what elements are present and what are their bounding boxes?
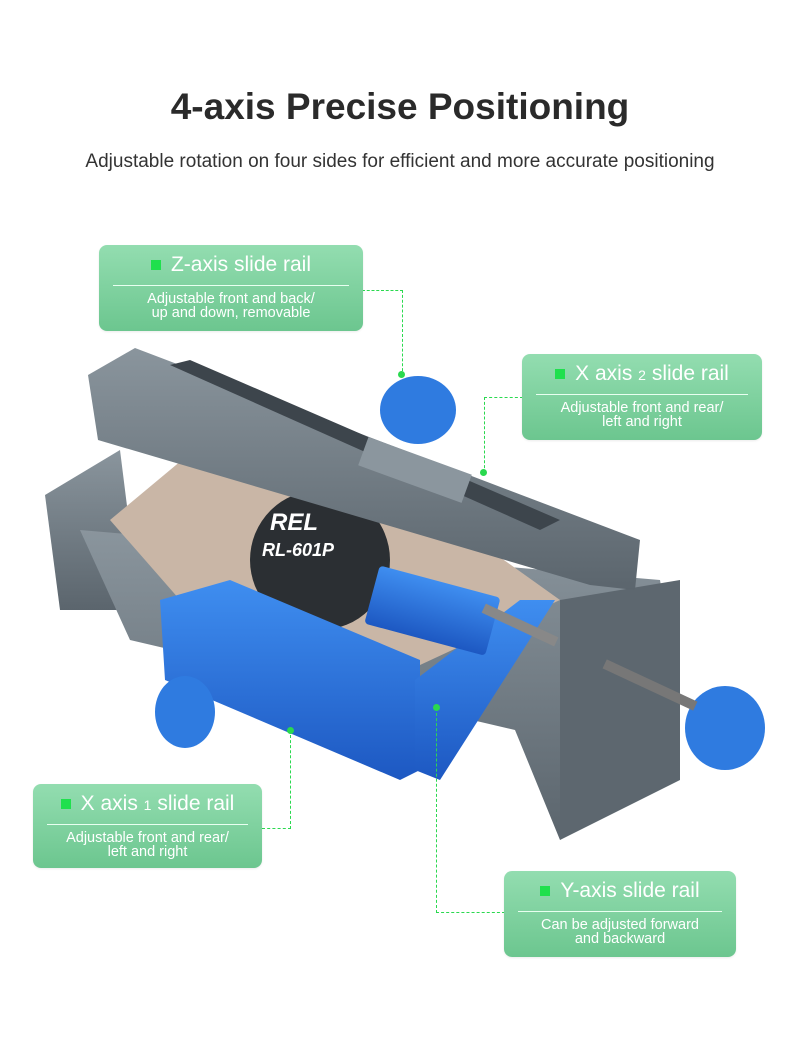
logo-model: RL-601P (262, 540, 335, 560)
callout-title-number: 2 (638, 367, 646, 383)
z-axis-carriage (358, 437, 472, 503)
divider (536, 394, 748, 395)
center-pressure-block (365, 566, 500, 655)
callout-desc-line: Adjustable front and rear/ (66, 830, 229, 846)
x-axis-2-screw (602, 659, 698, 711)
divider (518, 911, 722, 912)
callout-desc-line: and backward (574, 931, 666, 947)
y-axis-screw (481, 603, 559, 647)
bullet-square-icon (555, 369, 566, 379)
callout-desc-line: Can be adjusted forward (541, 917, 699, 933)
callout-x-axis-1: X axis 1 slide rail Adjustable front and… (33, 784, 262, 868)
x-axis-2-connector (484, 397, 523, 473)
callout-desc-line: up and down, removable (151, 305, 311, 321)
y-axis-connector (436, 708, 505, 913)
callout-desc-line: left and right (602, 414, 682, 430)
callout-desc-line: Adjustable front and back/ (147, 291, 315, 307)
callout-title: Y-axis slide rail (560, 879, 700, 902)
z-axis-marker (398, 371, 405, 378)
x-axis-1-knob (155, 676, 215, 748)
callout-title: Z-axis slide rail (170, 253, 312, 276)
callout-desc-line: Adjustable front and rear/ (560, 400, 724, 416)
callout-title-suffix: slide rail (651, 362, 729, 385)
callout-z-axis: Z-axis slide rail Adjustable front and b… (99, 245, 363, 331)
x-axis-1-marker (287, 727, 294, 734)
logo-brand: REL (270, 509, 318, 536)
callout-y-axis: Y-axis slide rail Can be adjusted forwar… (504, 871, 736, 957)
z-axis-knob (380, 376, 456, 444)
x-axis-1-clamp (160, 580, 420, 780)
z-axis-bridge (88, 348, 640, 590)
logo-disc (250, 490, 390, 630)
fixture-right-block (560, 580, 680, 840)
callout-title: X axis (80, 792, 138, 815)
callout-title-suffix: slide rail (157, 792, 235, 815)
divider (47, 824, 248, 825)
y-axis-clamp (415, 600, 555, 780)
bullet-square-icon (150, 260, 161, 270)
callout-desc-line: left and right (107, 844, 188, 860)
z-axis-connector (362, 290, 403, 376)
page-title: 4-axis Precise Positioning (170, 86, 630, 127)
x-axis-2-marker (480, 469, 487, 476)
y-axis-marker (433, 704, 440, 711)
bullet-square-icon (60, 799, 71, 809)
x-axis-1-connector (262, 730, 291, 829)
page-subtitle: Adjustable rotation on four sides for ef… (85, 151, 715, 172)
bullet-square-icon (540, 886, 551, 896)
callout-title-number: 1 (143, 797, 152, 813)
callout-x-axis-2: X axis 2 slide rail Adjustable front and… (522, 354, 762, 440)
callout-title: X axis (575, 362, 633, 385)
divider (113, 285, 349, 286)
x-axis-2-knob (685, 686, 765, 770)
